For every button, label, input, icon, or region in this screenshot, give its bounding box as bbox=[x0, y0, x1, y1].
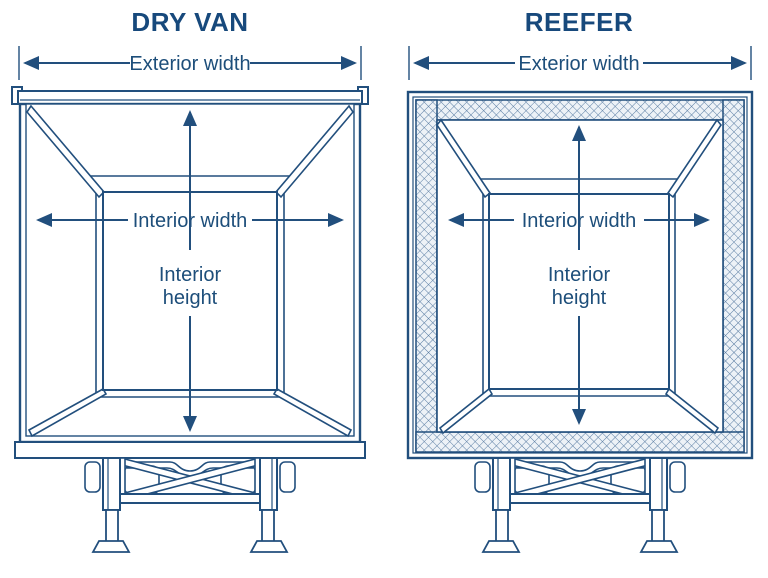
corner-beam-bottom-left bbox=[438, 387, 494, 435]
frame-bottom-chord bbox=[116, 493, 264, 504]
reefer-trailer-body bbox=[406, 90, 754, 460]
landing-foot-left bbox=[91, 540, 131, 553]
corner-beam-bottom-right bbox=[272, 387, 353, 438]
dry-van-interior-height-dimension: Interior height bbox=[159, 110, 222, 432]
body-inner-border bbox=[412, 96, 748, 454]
exterior-width-label: Exterior width bbox=[518, 53, 639, 75]
dry-van-interior-perspective bbox=[26, 104, 354, 438]
wheel-outer-right bbox=[279, 461, 296, 493]
landing-leg-right-lower bbox=[261, 509, 275, 543]
reefer-title: REEFER bbox=[525, 7, 633, 37]
insulation-right bbox=[722, 99, 745, 453]
interior-height-label-line1: Interior bbox=[159, 264, 222, 286]
roof-rail bbox=[17, 90, 363, 105]
corner-beam-bottom-right bbox=[664, 387, 720, 435]
dry-van-title: DRY VAN bbox=[131, 7, 248, 37]
insulation-left bbox=[415, 99, 438, 453]
corner-beam-top-left bbox=[26, 104, 106, 199]
dry-van-panel: DRY VAN Exterior width bbox=[11, 7, 369, 553]
interior-height-label-line2: height bbox=[552, 287, 607, 309]
axle-bracket-upper bbox=[127, 461, 253, 472]
wheel-outer-left bbox=[84, 461, 101, 493]
exterior-width-label: Exterior width bbox=[129, 53, 250, 75]
landing-foot-right bbox=[249, 540, 289, 553]
interior-height-label-line2: height bbox=[163, 287, 218, 309]
landing-leg-left-lower bbox=[105, 509, 119, 543]
interior-height-label-line1: Interior bbox=[548, 264, 611, 286]
corner-beam-top-right bbox=[274, 104, 354, 199]
reefer-interior-height-dimension: Interior height bbox=[548, 125, 611, 425]
corner-beam-top-right bbox=[666, 118, 722, 199]
corner-beam-bottom-left bbox=[27, 387, 108, 438]
undercarriage bbox=[84, 457, 296, 553]
landing-leg-right bbox=[259, 457, 278, 511]
dry-van-exterior-width-dimension: Exterior width bbox=[18, 46, 362, 80]
reefer-exterior-width-dimension: Exterior width bbox=[408, 46, 752, 80]
floor-slab bbox=[14, 441, 366, 459]
reefer-panel: REEFER Exterior width bbox=[406, 7, 754, 553]
landing-leg-left bbox=[102, 457, 121, 511]
insulation-bottom bbox=[415, 431, 745, 453]
insulation-top bbox=[415, 99, 745, 121]
corner-beam-top-left bbox=[436, 118, 492, 199]
reefer-undercarriage bbox=[474, 457, 686, 553]
